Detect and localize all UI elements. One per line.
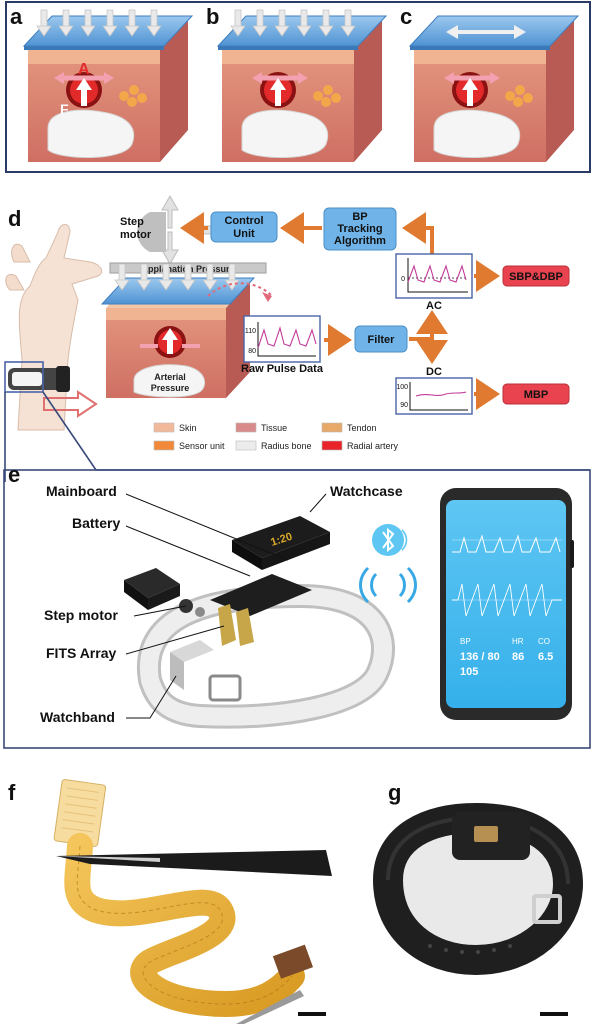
label-mainboard: Mainboard [46,483,117,499]
ac-label: AC [426,300,442,312]
legend-label: Skin [179,423,197,433]
callout-battery [125,525,251,577]
legend-swatch [153,422,175,433]
fits-array-photo [53,779,332,1024]
panel-label-c: c [400,4,412,29]
panel-label-e: e [8,462,20,487]
phone-bp-label: BP [460,637,471,646]
panel-e-frame [3,469,591,749]
sbp-dbp-box [502,265,570,287]
dc-tick-90: 90 [400,402,408,409]
label-fits-array: FITS Array [46,645,116,661]
tissue-block-d [100,277,256,398]
bp-tracking-label-line3: Algorithm [334,235,386,247]
legend-swatch [153,440,175,451]
panel-a: A F [23,9,193,163]
raw-pulse-data-label: Raw Pulse Data [241,363,324,375]
step-motor-label-line1: Step [120,216,144,228]
wrist-hand-illustration [4,224,103,431]
raw-pulse-trace [257,326,317,349]
zoom-line-right [42,391,97,471]
label-battery: Battery [72,515,120,531]
smartphone: BP 136 / 80 105 HR 86 CO 6.5 [440,488,574,720]
step-motor-label-line2: motor [120,229,152,241]
force-a-label: A [78,61,90,78]
watch-photo [372,802,584,976]
phone-co-value: 6.5 [538,651,553,663]
bp-tracking-box [323,207,397,251]
ac-plot [395,253,473,299]
scale-bar-f [298,1012,326,1016]
phone-mbp-value: 105 [460,666,478,678]
dc-plot [395,377,473,415]
watch-exploded-view: 1:20 [124,516,395,729]
phone-co-label: CO [538,637,550,646]
arterial-pressure-line2: Pressure [151,383,190,393]
arrow-ac-to-bp [402,212,434,254]
legend-label: Radius bone [261,441,312,451]
filter-box [354,325,408,353]
dc-label: DC [426,366,442,378]
wireless-signal-icon [359,566,417,604]
arrow-filter-to-ac [409,310,448,341]
legend-swatch [235,422,257,433]
panel-label-g: g [388,780,401,805]
label-watchcase: Watchcase [330,483,403,499]
legend-label: Tissue [261,423,287,433]
raw-tick-80: 80 [248,348,256,355]
callout-mainboard [125,493,289,561]
sbp-dbp-label: SBP&DBP [509,271,563,283]
control-unit-label-line2: Unit [233,228,255,240]
phone-waveform-bottom [452,583,562,617]
control-unit-box [210,211,278,243]
legend-swatch [235,440,257,451]
panel-b [217,9,387,163]
phone-bp-value: 136 / 80 [460,651,500,663]
panel-abc-frame [5,1,591,173]
dc-tick-100: 100 [396,384,408,391]
phone-hr-label: HR [512,637,524,646]
phone-hr-value: 86 [512,651,524,663]
raw-tick-110: 110 [245,328,256,335]
panel-label-a: a [10,4,23,29]
legend-swatch [321,422,343,433]
bp-tracking-label-line2: Tracking [337,223,382,235]
ac-tick-0: 0 [401,276,405,283]
mbp-box [502,383,570,405]
control-unit-label-line1: Control [224,215,263,227]
panel-c [409,15,579,163]
callout-watchcase [309,493,327,513]
legend-label: Tendon [347,423,377,433]
dc-trace [415,391,467,397]
mbp-label: MBP [524,389,548,401]
callout-step-motor [133,605,187,617]
bp-tracking-label-line1: BP [352,211,367,223]
scale-bar-g [540,1012,568,1016]
label-step-motor: Step motor [44,607,118,623]
callout-watchband [126,675,177,719]
phone-waveform-top [452,534,561,553]
panel-label-b: b [206,4,219,29]
filter-label: Filter [368,334,396,346]
legend-label: Sensor unit [179,441,225,451]
legend-label: Radial artery [347,441,399,451]
callout-fits-array [125,625,225,655]
raw-pulse-plot [243,315,321,363]
signal-dotted-arrow [207,282,273,297]
bluetooth-icon [372,524,408,556]
panel-label-d: d [8,206,21,231]
label-watchband: Watchband [40,709,115,725]
legend-swatch [321,440,343,451]
arterial-pressure-line1: Arterial [154,372,186,382]
force-f-label: F [60,101,69,117]
ac-trace [407,264,467,283]
panel-label-f: f [8,780,16,805]
